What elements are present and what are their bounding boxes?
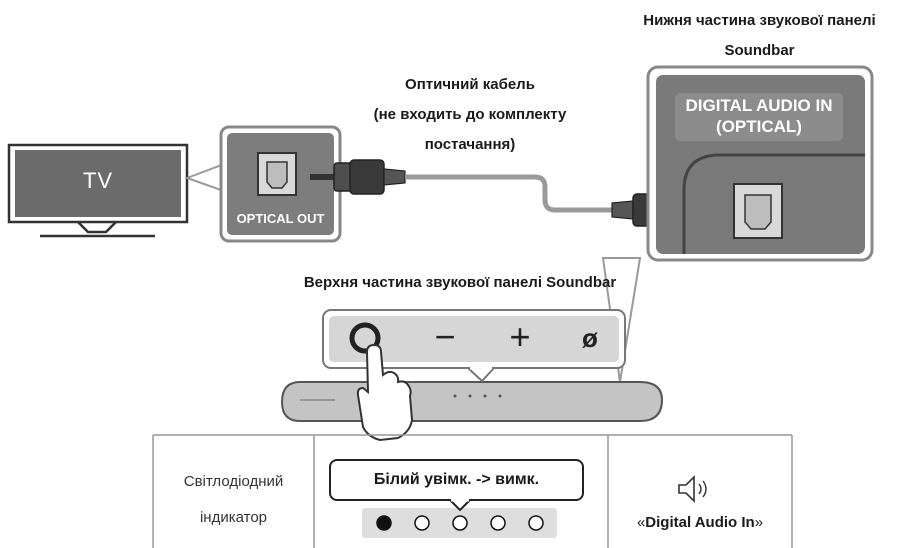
power-button[interactable] [345,318,385,358]
mode-name: Digital Audio In [645,514,755,531]
digital-audio-in-label-line2: (OPTICAL) [716,117,802,136]
optical-cable-label-line1: Оптичний кабель [405,76,535,93]
led-dot-1 [376,515,392,531]
led-callout-text: Білий увімк. -> вимк. [373,471,540,488]
led-dot-3 [452,515,468,531]
led-dot-5 [528,515,544,531]
optical-cable-label: Оптичний кабель (не входить до комплекту… [330,70,610,160]
led-indicator-heading-line1: Світлодіодний [183,473,284,490]
bottom-panel-title-line1: Нижня частина звукової панелі [643,12,876,29]
optical-cable-label-line2: (не входить до комплекту [373,106,567,123]
bottom-panel-title-line2: Soundbar [724,42,795,59]
led-indicator-heading: Світлодіодний індикатор [153,464,314,536]
source-button[interactable]: ø [582,323,598,353]
digital-audio-in-label-line1: DIGITAL AUDIO IN [685,96,833,115]
mode-close-quote: » [754,514,764,531]
soundbar-icon [280,381,664,422]
speaker-icon [678,475,707,503]
bottom-panel-title: Нижня частина звукової панелі Soundbar [610,6,909,66]
volume-down-button[interactable]: − [434,316,456,357]
digital-audio-in-label: DIGITAL AUDIO IN (OPTICAL) [675,95,843,137]
led-table-grid [152,434,793,548]
soundbar-top-panel [322,309,626,383]
volume-up-button[interactable]: + [509,316,531,357]
tv-label: TV [82,168,114,193]
led-indicator-row [376,515,544,531]
led-dot-4 [490,515,506,531]
hand-pointer-icon [356,343,414,442]
optical-cable-label-line3: постачання) [424,136,516,153]
mode-open-quote: « [636,514,646,531]
tv-icon [7,143,189,238]
led-dot-2 [414,515,430,531]
led-indicator-heading-line2: індикатор [199,509,268,526]
mode-label: «Digital Audio In» [608,508,792,538]
top-panel-title: Верхня частина звукової панелі Soundbar [303,274,617,291]
soundbar-bottom-panel [646,65,874,262]
optical-out-label: OPTICAL OUT [236,211,325,226]
